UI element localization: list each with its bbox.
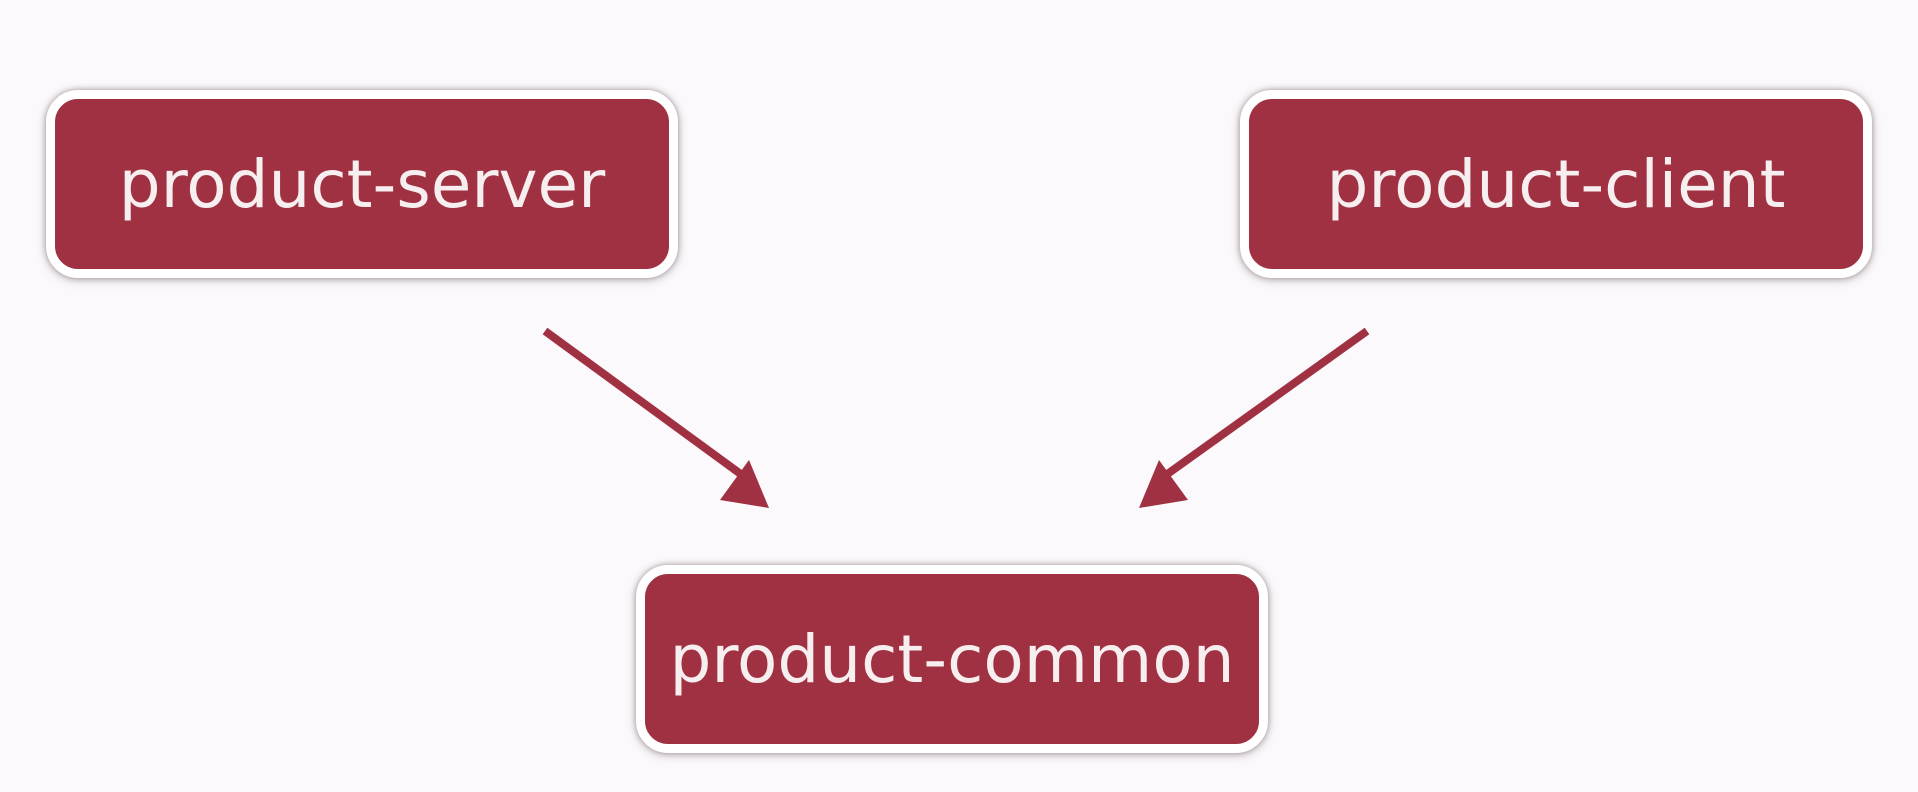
node-product-server: product-server [46,90,678,278]
node-label-product-client: product-client [1326,145,1786,223]
node-label-product-server: product-server [118,145,606,223]
node-product-common: product-common [636,565,1268,753]
arrow-client-to-common [1139,327,1370,508]
node-product-client: product-client [1240,90,1872,278]
arrow-server-to-common [542,327,769,508]
node-label-product-common: product-common [669,620,1235,698]
